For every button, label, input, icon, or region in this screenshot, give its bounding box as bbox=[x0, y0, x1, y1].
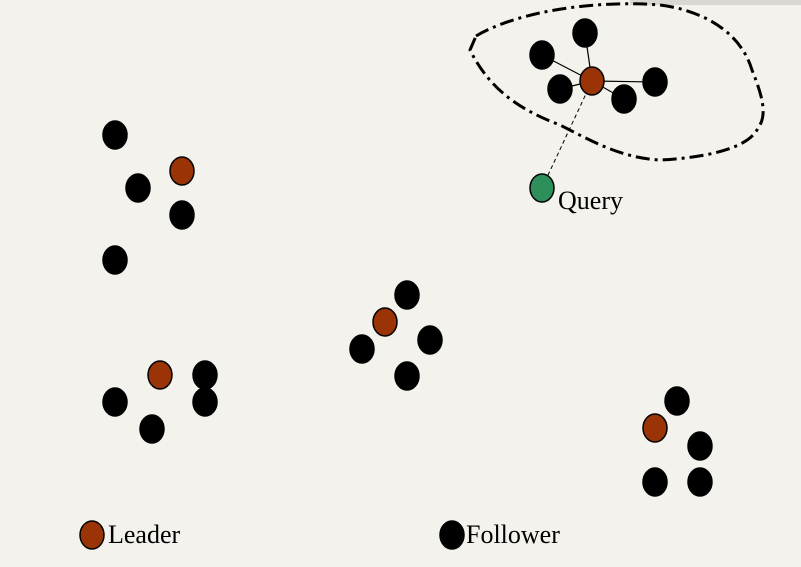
follower-node bbox=[102, 245, 128, 275]
cluster-bottom-right bbox=[642, 386, 713, 497]
legend-leader-label: Leader bbox=[108, 520, 181, 549]
follower-node bbox=[664, 386, 690, 416]
legend bbox=[79, 520, 465, 550]
follower-node bbox=[349, 334, 375, 364]
follower-node bbox=[642, 467, 668, 497]
follower-node bbox=[611, 84, 637, 114]
follower-node bbox=[125, 173, 151, 203]
follower-node bbox=[394, 361, 420, 391]
follower-node bbox=[547, 74, 573, 104]
leader-node bbox=[169, 156, 195, 186]
leader-node bbox=[372, 307, 398, 337]
top-edge-shadow bbox=[630, 0, 801, 5]
follower-node bbox=[139, 414, 165, 444]
follower-node bbox=[192, 387, 218, 417]
follower-node bbox=[169, 200, 195, 230]
follower-node bbox=[687, 467, 713, 497]
follower-node bbox=[102, 120, 128, 150]
search-region-boundary bbox=[468, 2, 765, 162]
follower-node bbox=[529, 40, 555, 70]
query-label: Query bbox=[558, 186, 623, 215]
cluster-top-left bbox=[102, 120, 195, 275]
follower-node bbox=[572, 18, 598, 48]
leader-node bbox=[147, 360, 173, 390]
follower-node bbox=[642, 67, 668, 97]
follower-node bbox=[192, 360, 218, 390]
follower-node bbox=[687, 431, 713, 461]
leader-node bbox=[642, 413, 668, 443]
legend-leader-icon bbox=[79, 520, 105, 550]
query-to-leader-link bbox=[541, 80, 593, 189]
legend-follower-icon bbox=[439, 520, 465, 550]
cluster-bottom-left bbox=[102, 360, 218, 444]
cluster-center bbox=[349, 280, 443, 391]
legend-follower-label: Follower bbox=[466, 520, 560, 549]
follower-node bbox=[417, 325, 443, 355]
follower-node bbox=[394, 280, 420, 310]
query-node bbox=[529, 173, 555, 203]
follower-node bbox=[102, 387, 128, 417]
leader-node bbox=[579, 66, 605, 96]
cluster-searched bbox=[529, 18, 668, 114]
